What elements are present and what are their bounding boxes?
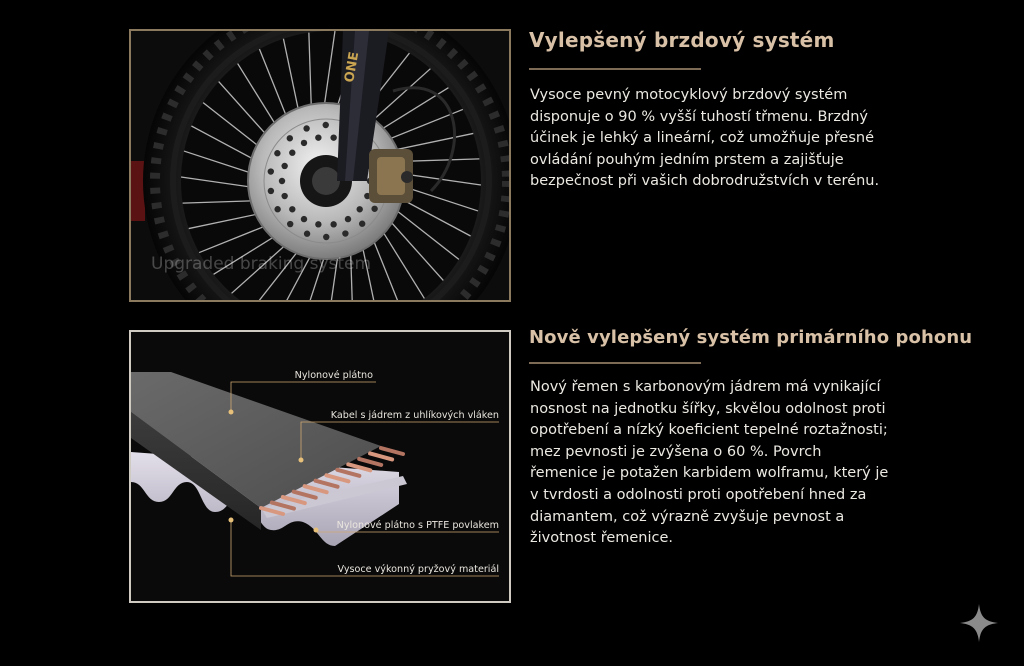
image-watermark: Upgraded braking system (151, 254, 372, 274)
disc-hole (323, 233, 330, 241)
carbon-cord (368, 451, 395, 462)
paragraph-line: nosnost na jednotku šířky, skvělou odoln… (530, 400, 886, 417)
belt-top-surface (131, 372, 381, 508)
drive-title-divider (529, 362, 701, 364)
disc-hole (278, 177, 286, 185)
carbon-cords (259, 446, 405, 516)
disc-hole (344, 215, 352, 223)
disc-hole (289, 149, 296, 156)
disc-hole (303, 125, 310, 132)
disc-hole (330, 134, 337, 141)
drive-section-title: Nově vylepšený systém primárního pohonu (529, 327, 973, 348)
disc-hole (300, 215, 308, 223)
disc-hole (342, 230, 349, 237)
label-nylon-canvas: Nylonové plátno (295, 369, 373, 381)
paragraph-line: životnost řemenice. (530, 530, 674, 547)
carbon-cord (302, 484, 329, 495)
disc-hole (358, 220, 366, 227)
disc-hole (300, 139, 308, 147)
wheel-rim (170, 31, 492, 300)
disc-hole (315, 134, 322, 141)
disc-hole (330, 221, 337, 228)
carbon-cord (379, 446, 405, 456)
carbon-cord (259, 506, 285, 516)
disc-hole (281, 162, 288, 170)
disc-hole (286, 220, 294, 228)
paragraph-line: Vysoce pevný motocyklový brzdový systém (530, 87, 848, 103)
carbon-cord (357, 456, 384, 467)
brake-line (392, 86, 456, 193)
disc-hole (281, 192, 288, 200)
belt-cross-section-diagram: Nylonové plátno Kabel s jádrem z uhlíkov… (131, 332, 509, 601)
carbon-cord (269, 500, 296, 511)
disc-hole (289, 206, 296, 213)
label-carbon-cable: Kabel s jádrem z uhlíkových vláken (331, 409, 499, 421)
drive-belt-image: Nylonové plátno Kabel s jádrem z uhlíkov… (129, 330, 511, 603)
brake-caliper (369, 149, 413, 203)
carbon-cord (335, 467, 362, 478)
paragraph-line: disponuje o 90 % vyšší tuhostí třmenu. B… (530, 108, 868, 125)
paragraph-line: účinek je lehký a lineární, což umožňuje… (530, 130, 874, 147)
disc-hole (286, 135, 294, 142)
sparkle-icon (960, 604, 998, 642)
paragraph-line: řemenice je potažen karbidem wolframu, k… (530, 465, 889, 482)
disc-hole (371, 205, 378, 212)
label-rubber-material: Vysoce výkonný pryžový materiál (338, 563, 499, 575)
fork: ONE (337, 31, 389, 181)
brake-title-divider (529, 68, 701, 70)
paragraph-line: Nový řemen s karbonovým jádrem má vynika… (530, 379, 881, 395)
paragraph-line: v tvrdosti a odolnosti proti opotřebení … (530, 486, 867, 503)
carbon-cord (291, 489, 318, 500)
ptfe-layer (261, 476, 407, 518)
label-ptfe-canvas: Nylonové plátno s PTFE povlakem (337, 519, 499, 531)
paragraph-line: bezpečnost při vašich dobrodružstvích v … (530, 173, 880, 190)
disc-hole (274, 206, 281, 213)
disc-hole (267, 187, 275, 195)
carbon-cord (324, 473, 351, 484)
brake-disc-illustration: ONE (131, 31, 509, 300)
disc-hole (315, 221, 322, 228)
drive-section-paragraph: Nový řemen s karbonovým jádrem má vynika… (530, 377, 888, 550)
belt-side (131, 412, 261, 530)
paragraph-line: diamantem, což výrazně zvyšuje pevnost a (530, 508, 845, 525)
brake-section-paragraph: Vysoce pevný motocyklový brzdový systém … (530, 85, 879, 193)
paragraph-line: opotřebení a nízký koeficient tepelné ro… (530, 422, 888, 439)
carbon-cord (313, 478, 340, 489)
brake-system-image: ONE Upgraded braking system (129, 29, 511, 302)
paragraph-line: ovládání pouhým jedním prstem a zajišťuj… (530, 151, 844, 168)
disc-hole (322, 121, 329, 129)
disc-hole (274, 150, 281, 157)
disc-hole (364, 192, 371, 200)
disc-hole (303, 230, 311, 237)
carbon-cord (346, 462, 373, 473)
carbon-cord (280, 495, 307, 506)
disc-hole (267, 168, 275, 175)
brake-section-title: Vylepšený brzdový systém (529, 28, 835, 52)
fork-decal: ONE (342, 51, 362, 84)
disc-hole (356, 206, 363, 213)
paragraph-line: mez pevnosti je zvýšena o 60 %. Povrch (530, 443, 822, 460)
